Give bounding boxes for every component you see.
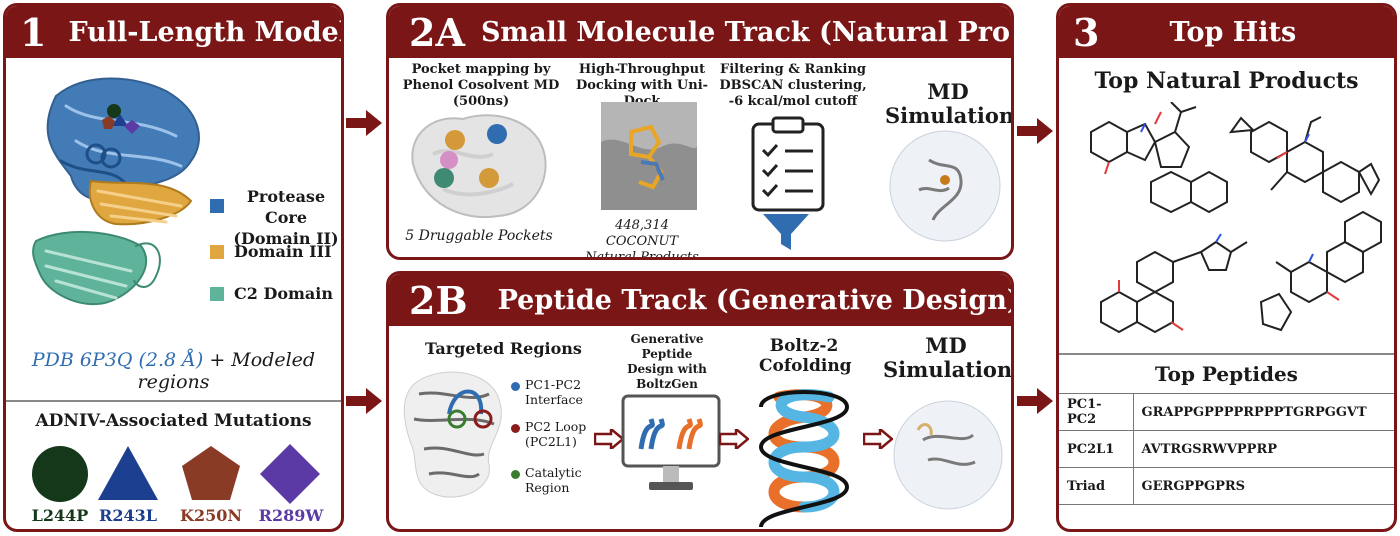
mutation-label-r289w: R289W: [258, 506, 324, 525]
panel-peptide-track: 2B Peptide Track (Generative Design) Tar…: [386, 271, 1014, 532]
mutation-label-r243l: R243L: [99, 506, 157, 525]
legend-swatch-c2-domain: [210, 287, 224, 301]
region-label-catalytic: Catalytic Region: [525, 465, 582, 495]
top-natural-products-title: Top Natural Products: [1094, 68, 1359, 94]
chevron-arrow-icon-2: [719, 429, 749, 449]
mutation-circle-icon: [32, 446, 88, 502]
targeted-regions-title: Targeted Regions: [425, 339, 582, 358]
panel-2a-title: Small Molecule Track (Natural Products): [480, 16, 1011, 48]
legend-protease-core-line2: (Domain II): [233, 229, 339, 248]
top-peptides-table: PC1-PC2 GRAPPGPPPPRPPPTGRPGGVT PC2L1 AVT…: [1059, 393, 1394, 505]
monitor-icon: [621, 394, 721, 490]
top-peptides-title: Top Peptides: [1155, 362, 1298, 386]
mutation-triangle-icon: [98, 446, 158, 500]
generative-design-caption: Generative Peptide Design with BoltzGen: [627, 332, 707, 391]
funnel-icon: [763, 214, 809, 250]
peptide-region: PC1-PC2: [1059, 393, 1134, 431]
2a-md-title: MD Simulations: [885, 79, 1014, 128]
peptide-sequence: GRAPPGPPPPRPPPTGRPGGVT: [1133, 393, 1394, 431]
legend-label-c2-domain: C2 Domain: [234, 284, 333, 303]
region-dot-catalytic: [511, 470, 520, 479]
panel-small-molecule-track: 2A Small Molecule Track (Natural Product…: [386, 3, 1014, 260]
mutation-shapes: [32, 444, 320, 504]
panel-2a-header: 2A Small Molecule Track (Natural Product…: [389, 6, 1011, 58]
mutations-title: ADNIV-Associated Mutations: [35, 411, 312, 431]
natural-product-structures: [1090, 102, 1382, 334]
pdb-caption: PDB 6P3Q (2.8 Å) + Modeled regions: [6, 349, 341, 393]
chevron-arrow-icon-1: [594, 429, 624, 449]
arrow-icon-to-2b: [346, 388, 382, 414]
panel-3-number: 3: [1073, 9, 1100, 55]
legend-label-domain-iii: Domain III: [234, 242, 332, 261]
mutation-pentagon-icon: [182, 446, 240, 500]
pdb-modeled-regions: + Modeled regions: [137, 349, 316, 393]
region-label-pc1-pc2: PC1-PC2 Interface: [525, 377, 583, 407]
panel-2b-header: 2B Peptide Track (Generative Design): [389, 274, 1011, 326]
peptide-region: Triad: [1059, 467, 1134, 505]
pocket-surface-illustration: [411, 114, 547, 219]
region-dot-pc2l1: [511, 424, 520, 433]
panel-2a-number: 2A: [409, 9, 465, 55]
panel-1-title: Full-Length Model: [68, 16, 344, 48]
mutation-label-l244p: L244P: [31, 506, 89, 525]
peptide-sequence: GERGPPGPRS: [1133, 467, 1394, 505]
peptide-sequence: AVTRGSRWVPPRP: [1133, 430, 1394, 468]
panel-1-divider: [6, 400, 341, 402]
step-pocket-mapping-caption: Pocket mapping by Phenol Cosolvent MD (5…: [402, 62, 560, 109]
pdb-id: PDB 6P3Q (2.8 Å): [31, 349, 204, 371]
arrow-icon-2a-to-3: [1017, 118, 1053, 144]
panel-1-header: 1 Full-Length Model: [6, 6, 341, 58]
targeted-regions-illustration: [403, 371, 502, 498]
protein-structure-illustration: [32, 77, 200, 306]
panel-3-header: 3 Top Hits: [1059, 6, 1394, 58]
panel-top-hits: 3 Top Hits Top Natural Products: [1056, 3, 1397, 532]
panel-2b-number: 2B: [409, 277, 468, 323]
legend-swatch-domain-iii: [210, 245, 224, 259]
panel-3-divider: [1059, 353, 1394, 355]
region-dot-pc1-pc2: [511, 382, 520, 391]
panel-3-title: Top Hits: [1169, 16, 1297, 48]
table-row: PC1-PC2 GRAPPGPPPPRPPPTGRPGGVT: [1059, 393, 1394, 431]
mutation-label-k250n: K250N: [180, 506, 242, 525]
table-row: Triad GERGPPGPRS: [1059, 467, 1394, 505]
region-label-pc2l1: PC2 Loop (PC2L1): [525, 419, 587, 449]
panel-1-number: 1: [20, 9, 47, 55]
arrow-icon-to-2a: [346, 110, 382, 136]
boltz-title: Boltz-2 Cofolding: [759, 336, 852, 376]
legend-swatch-protease-core: [210, 199, 224, 213]
md-box-illustration-2b: [893, 400, 1003, 510]
step-filtering-caption: Filtering & Ranking DBSCAN clustering, -…: [719, 62, 867, 109]
panel-full-length-model: 1 Full-Length Model Protease Core (Domai…: [3, 3, 344, 532]
md-box-illustration-2a: [889, 130, 1001, 242]
2b-md-title: MD Simulations: [883, 333, 1014, 382]
cofolding-illustration: [758, 389, 850, 528]
panel-2b-title: Peptide Track (Generative Design): [497, 284, 1014, 316]
clipboard-icon: [751, 116, 825, 212]
legend-protease-core-line1: Protease Core: [246, 187, 326, 227]
chevron-arrow-icon-3: [863, 429, 893, 449]
table-row: PC2L1 AVTRGSRWVPPRP: [1059, 430, 1394, 468]
legend-label-protease-core: Protease Core (Domain II): [227, 186, 341, 249]
druggable-pockets-caption: 5 Druggable Pockets: [405, 228, 553, 244]
peptide-region: PC2L1: [1059, 430, 1134, 468]
docking-pose-illustration: [601, 102, 697, 210]
arrow-icon-2b-to-3: [1017, 388, 1053, 414]
coconut-caption: 448,314 COCONUT Natural Products: [585, 218, 699, 260]
mutation-diamond-icon: [260, 444, 320, 504]
